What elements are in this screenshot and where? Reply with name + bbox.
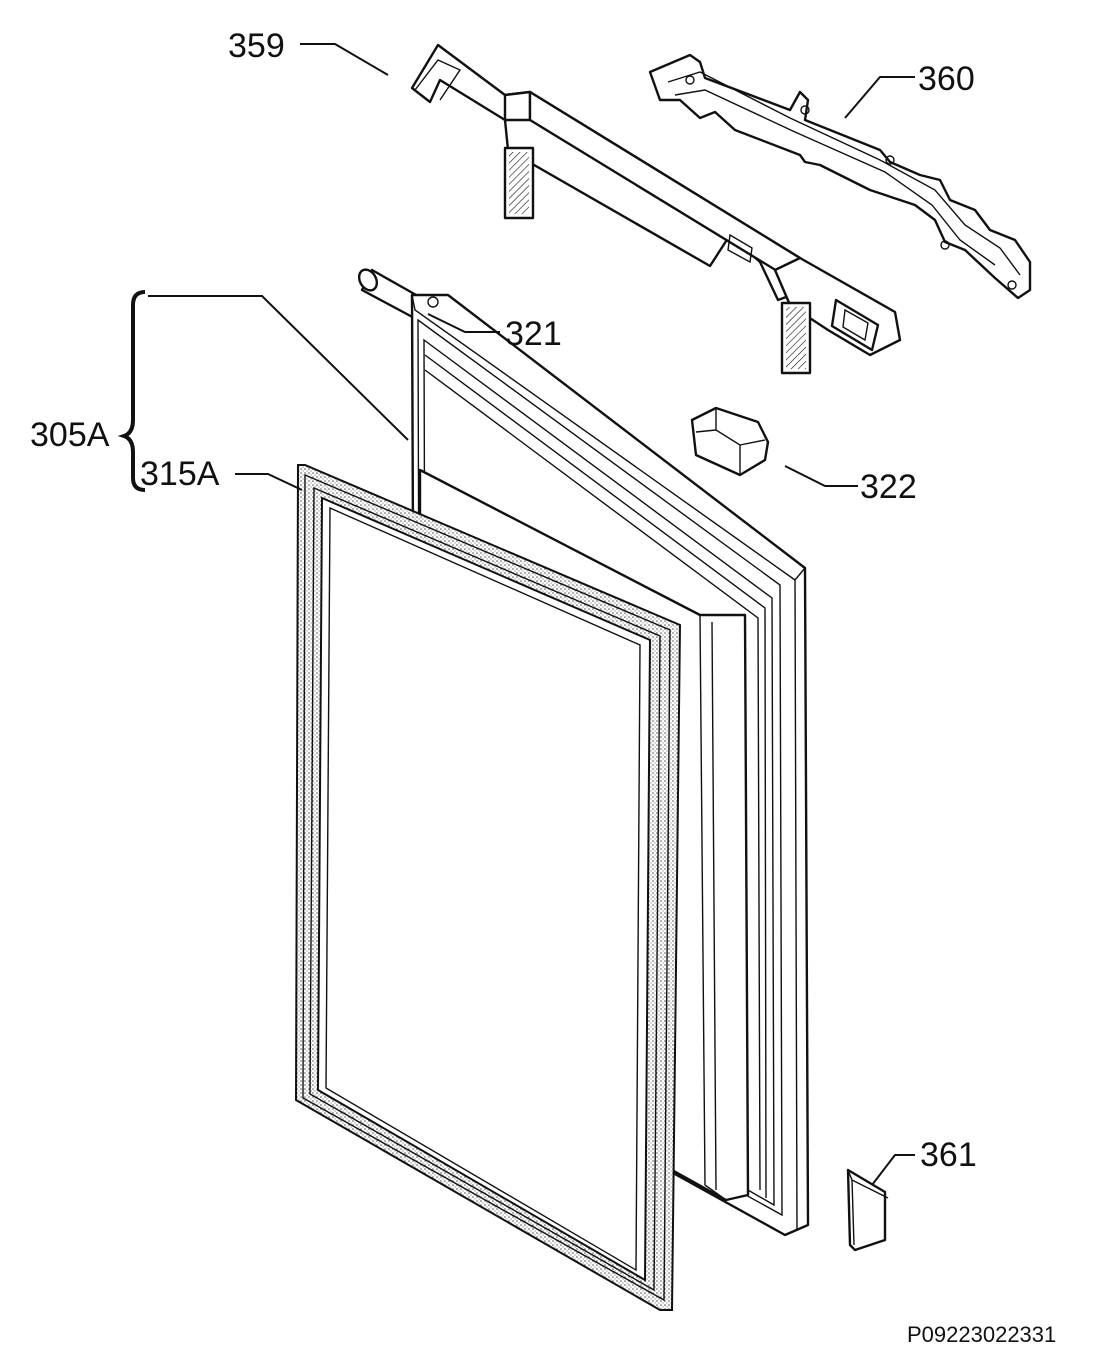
label-359: 359 <box>228 27 285 65</box>
leader-lines <box>148 43 915 1186</box>
part-359-handle-bar <box>410 43 902 375</box>
label-321: 321 <box>505 315 562 353</box>
label-305A: 305A <box>30 416 110 454</box>
part-361-clip <box>846 1168 889 1252</box>
label-brace <box>117 290 146 492</box>
label-361: 361 <box>920 1136 977 1174</box>
drawing-code: P09223022331 <box>907 1322 1056 1347</box>
part-322-block <box>690 406 770 477</box>
part-360-bracket <box>648 53 1032 300</box>
label-315A: 315A <box>140 455 220 493</box>
label-360: 360 <box>918 60 975 98</box>
part-315A-gasket <box>294 464 682 1311</box>
label-322: 322 <box>860 468 917 506</box>
